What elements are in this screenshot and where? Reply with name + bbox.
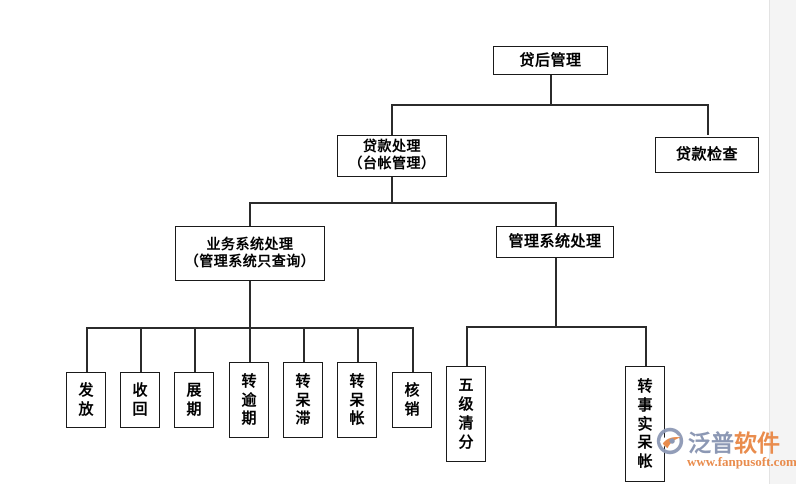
- node-business-system[interactable]: 业务系统处理 （管理系统只查询）: [175, 226, 325, 281]
- connector-leaf-drop-1: [86, 327, 88, 372]
- leaf-char: 帐: [637, 452, 653, 471]
- leaf-char: 实: [637, 414, 653, 433]
- leaf-node-shouhui[interactable]: 收 回: [120, 372, 160, 428]
- connector-mgmt-leaf-drop-2: [645, 326, 647, 366]
- leaf-char: 转: [349, 371, 365, 390]
- watermark-logo: 泛普软件 www.fanpusoft.com: [655, 424, 796, 474]
- leaf-char: 收: [132, 381, 148, 400]
- leaf-char: 逾: [241, 390, 257, 409]
- connector-business-system-stem: [249, 281, 251, 328]
- leaf-char: 展: [186, 381, 202, 400]
- leaf-char: 呆: [349, 390, 365, 409]
- leaf-node-zhuandaizhang[interactable]: 转 呆 帐: [337, 362, 377, 438]
- leaf-char: 销: [404, 400, 420, 418]
- connector-management-leaf-bus: [466, 326, 646, 328]
- leaf-char: 转: [637, 376, 653, 395]
- leaf-char: 期: [241, 409, 257, 428]
- leaf-char: 滞: [295, 409, 311, 428]
- leaf-char: 帐: [349, 409, 365, 428]
- connector-root-stem: [550, 75, 552, 105]
- connector-leaf-drop-5: [303, 327, 305, 362]
- connector-loan-processing-stem: [391, 177, 393, 203]
- connector-leaf-drop-3: [194, 327, 196, 372]
- right-gutter-strip: [769, 0, 796, 484]
- leaf-char: 放: [78, 400, 94, 418]
- node-loan-processing-line2: （台帐管理）: [348, 156, 436, 172]
- leaf-char: 期: [186, 400, 202, 418]
- node-root-label: 贷后管理: [519, 50, 582, 69]
- leaf-node-zhanqi[interactable]: 展 期: [174, 372, 214, 428]
- node-loan-inspection[interactable]: 贷款检查: [655, 137, 759, 173]
- connector-leaf-drop-6: [357, 327, 359, 362]
- leaf-char: 核: [404, 381, 420, 400]
- watermark-brand-prefix: 泛普: [688, 431, 734, 457]
- node-management-system[interactable]: 管理系统处理: [496, 226, 614, 258]
- connector-leaf-drop-2: [140, 327, 142, 372]
- node-loan-processing-line1: 贷款处理: [363, 139, 421, 156]
- leaf-node-zhuandaizhi[interactable]: 转 呆 滞: [283, 362, 323, 438]
- connector-to-business-system: [249, 202, 251, 226]
- leaf-char: 清: [458, 414, 474, 432]
- connector-mgmt-leaf-drop-1: [466, 326, 468, 366]
- connector-to-loan-inspection: [707, 104, 709, 135]
- node-business-system-line1: 业务系统处理: [206, 236, 294, 253]
- leaf-char: 分: [458, 432, 474, 451]
- leaf-char: 转: [241, 371, 257, 390]
- node-loan-inspection-label: 贷款检查: [675, 145, 738, 164]
- leaf-node-hexiao[interactable]: 核 销: [392, 372, 432, 428]
- connector-level2-bus: [249, 202, 555, 204]
- connector-to-loan-processing: [391, 104, 393, 135]
- leaf-node-fafang[interactable]: 发 放: [66, 372, 106, 428]
- leaf-char: 转: [295, 371, 311, 390]
- leaf-node-wujiqingfen[interactable]: 五 级 清 分: [446, 366, 486, 462]
- watermark-brand: 泛普软件: [688, 424, 780, 458]
- leaf-char: 呆: [295, 390, 311, 409]
- node-business-system-line2: （管理系统只查询）: [184, 253, 316, 270]
- leaf-node-zhuanyuqi[interactable]: 转 逾 期: [229, 362, 269, 438]
- node-root[interactable]: 贷后管理: [493, 46, 608, 75]
- leaf-char: 发: [78, 381, 94, 400]
- leaf-char: 事: [637, 395, 653, 414]
- leaf-char: 呆: [637, 433, 653, 452]
- connector-level1-bus: [391, 104, 708, 106]
- leaf-node-zhuanshishidaizhang[interactable]: 转 事 实 呆 帐: [625, 366, 665, 482]
- connector-leaf-drop-4: [249, 327, 251, 362]
- leaf-char: 五: [458, 376, 474, 395]
- node-management-system-label: 管理系统处理: [508, 232, 602, 251]
- connector-leaf-drop-7: [412, 327, 414, 372]
- connector-to-management-system: [555, 202, 557, 226]
- leaf-char: 回: [132, 400, 148, 418]
- node-loan-processing[interactable]: 贷款处理 （台帐管理）: [337, 135, 447, 177]
- connector-management-system-stem: [555, 258, 557, 327]
- leaf-char: 级: [458, 395, 474, 414]
